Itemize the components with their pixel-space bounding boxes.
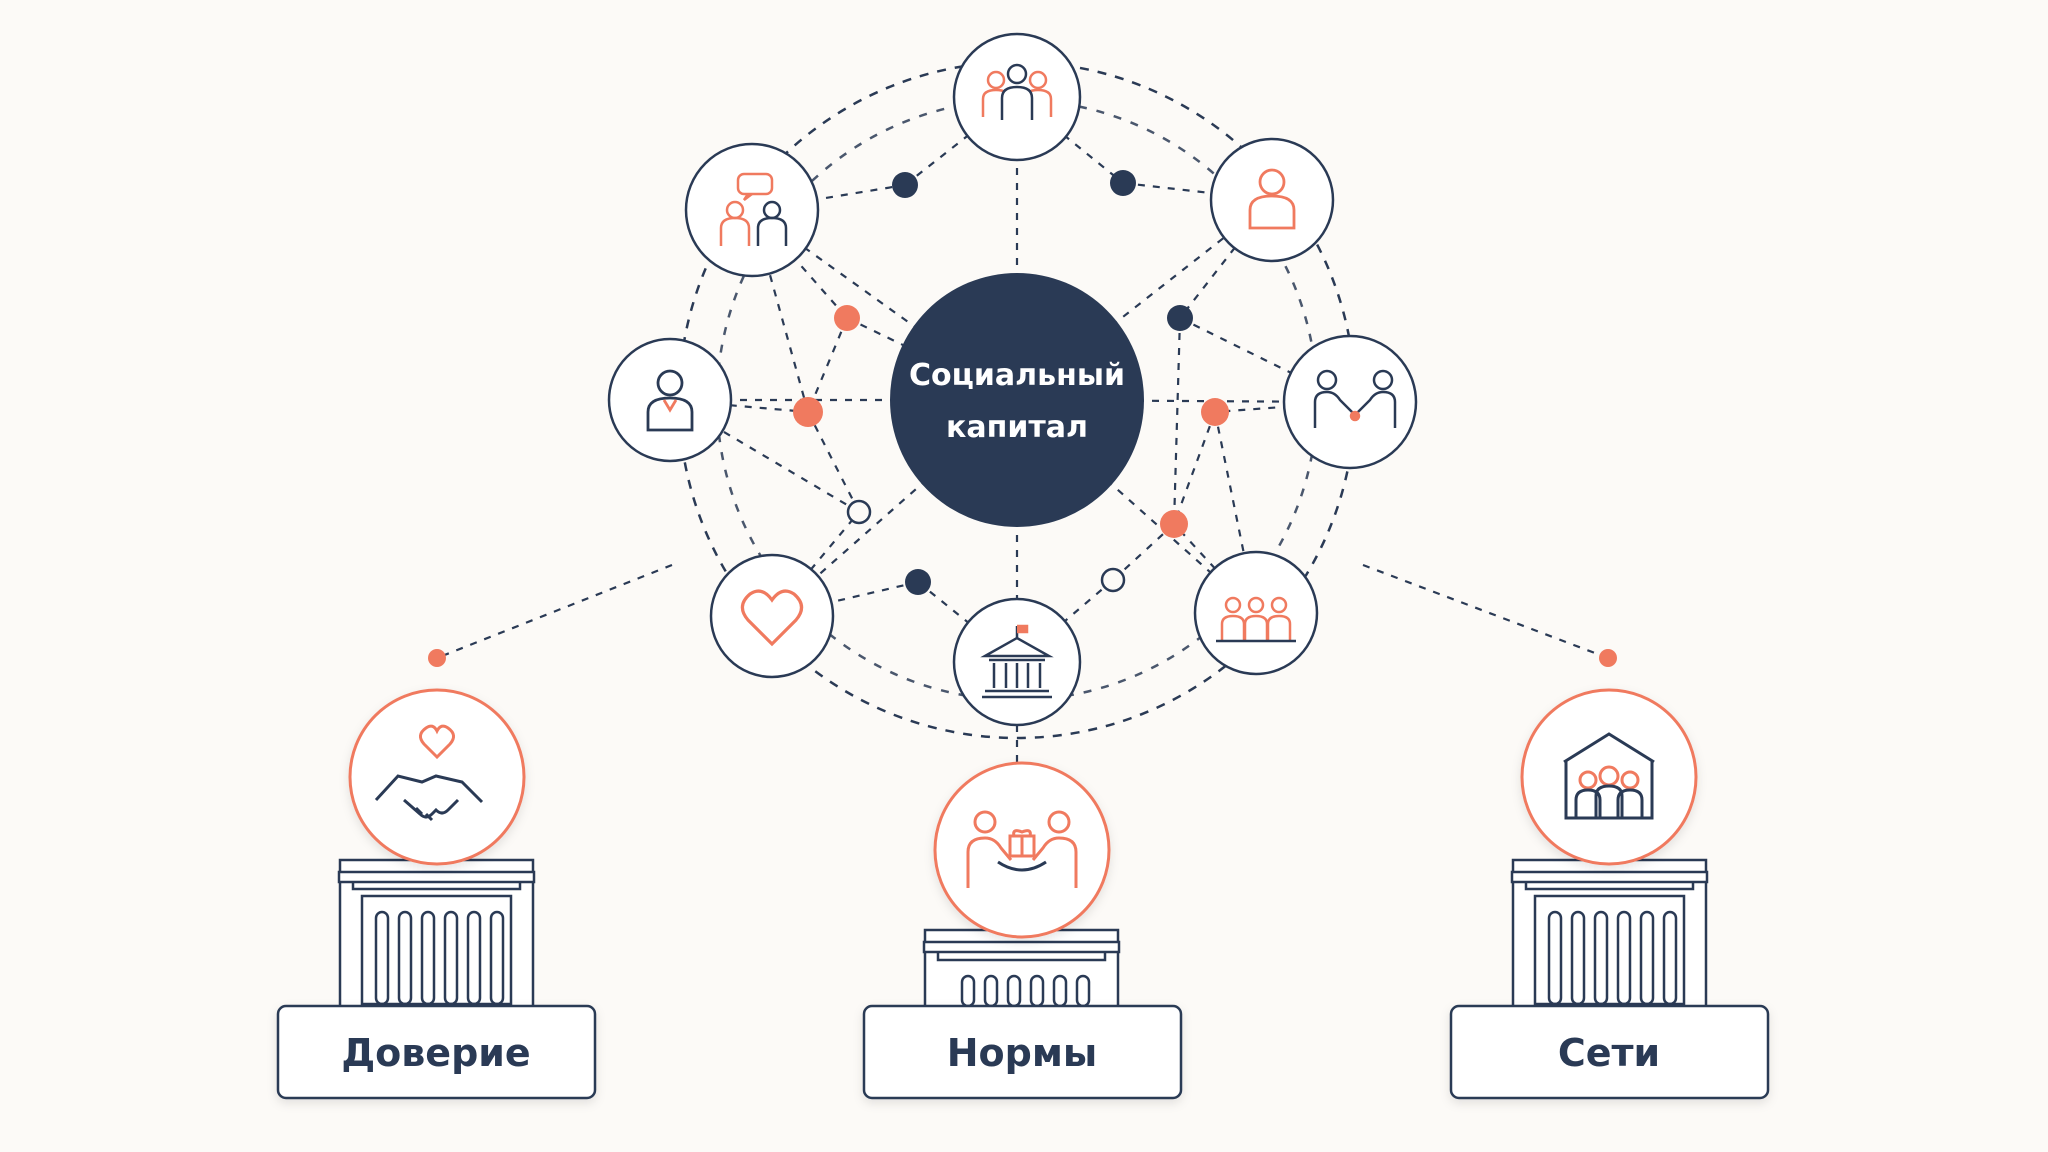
pillar-networks-plinth <box>1449 1004 1770 1100</box>
dot-orange <box>1160 510 1188 538</box>
person-icon <box>646 369 694 432</box>
gift-exchange-icon <box>966 810 1078 888</box>
pillar-networks-label: Сети <box>1558 1031 1660 1075</box>
dot-orange <box>428 649 446 667</box>
center-title-line1: Социальный <box>909 358 1125 393</box>
node-institution <box>952 597 1082 727</box>
pillar-networks: Сети <box>1449 688 1770 1100</box>
node-person-left <box>607 337 733 463</box>
dot-navy <box>1167 305 1193 331</box>
pillar-trust-label: Доверие <box>341 1031 530 1075</box>
pillar-norms: Нормы <box>862 761 1183 1100</box>
dot-navy <box>1110 170 1136 196</box>
pillar-trust-plinth <box>276 1004 597 1100</box>
dot-navy <box>892 172 918 198</box>
conversation-icon <box>719 172 788 246</box>
node-conversation <box>684 142 820 278</box>
pillar-norms-label: Нормы <box>947 1031 1098 1075</box>
dot-hollow <box>846 499 872 525</box>
pillars: Доверие <box>276 688 1770 1100</box>
handshake-people-icon <box>1313 369 1397 428</box>
dot-orange <box>793 397 823 427</box>
junction-dots <box>428 170 1617 667</box>
node-handshake <box>1282 334 1418 470</box>
node-person-right <box>1209 137 1335 263</box>
institution-icon <box>980 624 1054 699</box>
dot-navy <box>905 569 931 595</box>
node-group <box>952 32 1082 162</box>
community-house-icon <box>1563 732 1655 820</box>
person-icon <box>1248 168 1296 230</box>
heart-icon <box>740 589 804 647</box>
group-icon <box>981 63 1053 120</box>
pillar-norms-plinth <box>862 1004 1183 1100</box>
node-people-row <box>1193 550 1319 676</box>
dot-hollow <box>1100 567 1126 593</box>
handshake-heart-icon <box>374 724 484 822</box>
dot-orange <box>834 305 860 331</box>
pillar-trust: Доверие <box>276 688 597 1100</box>
center-title-line2: капитал <box>946 410 1088 445</box>
dot-orange <box>1599 649 1617 667</box>
people-row-icon <box>1216 596 1296 643</box>
center-node: Социальный капитал <box>890 273 1144 527</box>
dot-orange <box>1201 398 1229 426</box>
node-heart <box>709 553 835 679</box>
